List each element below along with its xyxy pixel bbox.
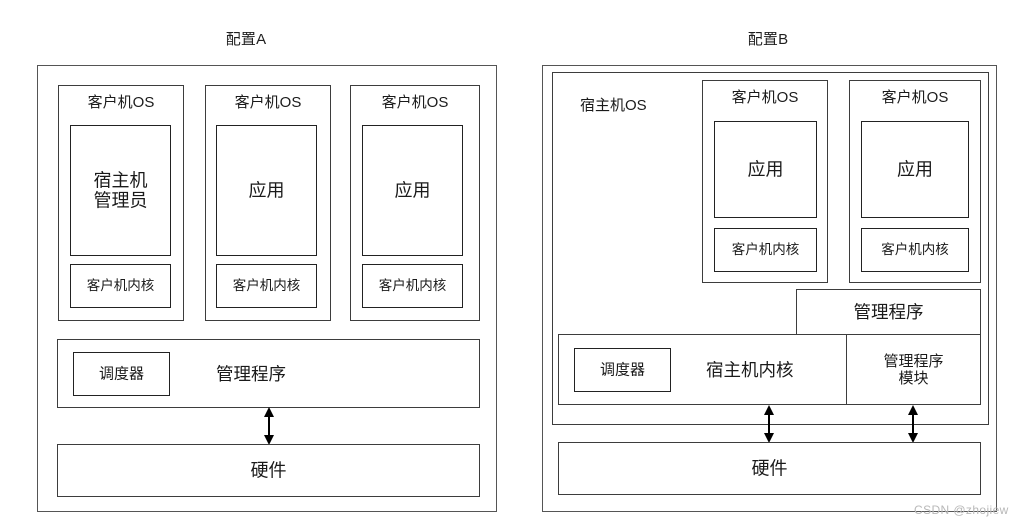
- config-a-vm-3-app-box: 应用: [362, 125, 463, 256]
- config-b-hypervisor-module-label: 管理程序 模块: [883, 352, 944, 387]
- config-a-vm-2-app-box: 应用: [216, 125, 317, 256]
- config-a-scheduler-label: 调度器: [98, 365, 144, 383]
- config-a-arrow-hypervisor-hardware: [264, 407, 274, 445]
- config-a-vm-1-app-box: 宿主机 管理员: [70, 125, 171, 256]
- config-b-hardware-label: 硬件: [751, 458, 788, 479]
- panel-title-config-a: 配置A: [225, 31, 267, 48]
- config-a-vm-2-app-label: 应用: [248, 180, 285, 201]
- config-b-host-os-label: 宿主机OS: [580, 97, 647, 114]
- config-b-vm-2-kernel-box: 客户机内核: [861, 228, 969, 272]
- config-a-hypervisor-label: 管理程序: [216, 363, 286, 384]
- config-a-hardware-label: 硬件: [250, 460, 287, 481]
- config-a-vm-3-kernel-label: 客户机内核: [378, 278, 447, 294]
- config-b-vm-1-app-box: 应用: [714, 121, 817, 218]
- config-a-scheduler-box: 调度器: [73, 352, 170, 396]
- config-b-vm-2-os-label: 客户机OS: [881, 89, 949, 106]
- config-b-hypervisor-label: 管理程序: [853, 301, 924, 322]
- config-b-scheduler-label: 调度器: [599, 361, 645, 379]
- config-b-vm-1-kernel-label: 客户机内核: [731, 242, 800, 258]
- config-b-hypervisor-box: 管理程序: [796, 289, 981, 335]
- config-b-vm-1-app-label: 应用: [747, 159, 784, 180]
- config-a-vm-2-kernel-box: 客户机内核: [216, 264, 317, 308]
- config-a-vm-1-os-label: 客户机OS: [87, 94, 155, 111]
- config-a-vm-1-kernel-label: 客户机内核: [86, 278, 155, 294]
- config-b-arrow-kernel-hardware-left: [764, 405, 774, 443]
- config-b-vm-1-kernel-box: 客户机内核: [714, 228, 817, 272]
- config-a-vm-3-os-label: 客户机OS: [381, 94, 449, 111]
- watermark-text: CSDN @zhojiew: [914, 503, 1009, 517]
- config-a-vm-2-os-label: 客户机OS: [234, 94, 302, 111]
- config-b-scheduler-box: 调度器: [574, 348, 671, 392]
- config-a-vm-3-app-label: 应用: [394, 180, 431, 201]
- config-b-vm-2-app-box: 应用: [861, 121, 969, 218]
- config-b-vm-2-app-label: 应用: [897, 159, 933, 180]
- config-a-vm-2-kernel-label: 客户机内核: [232, 278, 301, 294]
- config-b-vm-1-os-label: 客户机OS: [731, 89, 799, 106]
- panel-title-config-b: 配置B: [747, 31, 789, 48]
- config-b-hardware-box: 硬件: [558, 442, 981, 495]
- config-a-hardware-box: 硬件: [57, 444, 480, 497]
- config-b-vm-2-kernel-label: 客户机内核: [881, 242, 949, 258]
- config-b-host-kernel-label: 宿主机内核: [706, 359, 794, 380]
- config-a-vm-3-kernel-box: 客户机内核: [362, 264, 463, 308]
- config-a-vm-1-app-label: 宿主机 管理员: [93, 169, 148, 211]
- config-b-arrow-module-hardware-right: [908, 405, 918, 443]
- config-a-vm-1-kernel-box: 客户机内核: [70, 264, 171, 308]
- config-b-hypervisor-module-box: 管理程序 模块: [846, 334, 981, 405]
